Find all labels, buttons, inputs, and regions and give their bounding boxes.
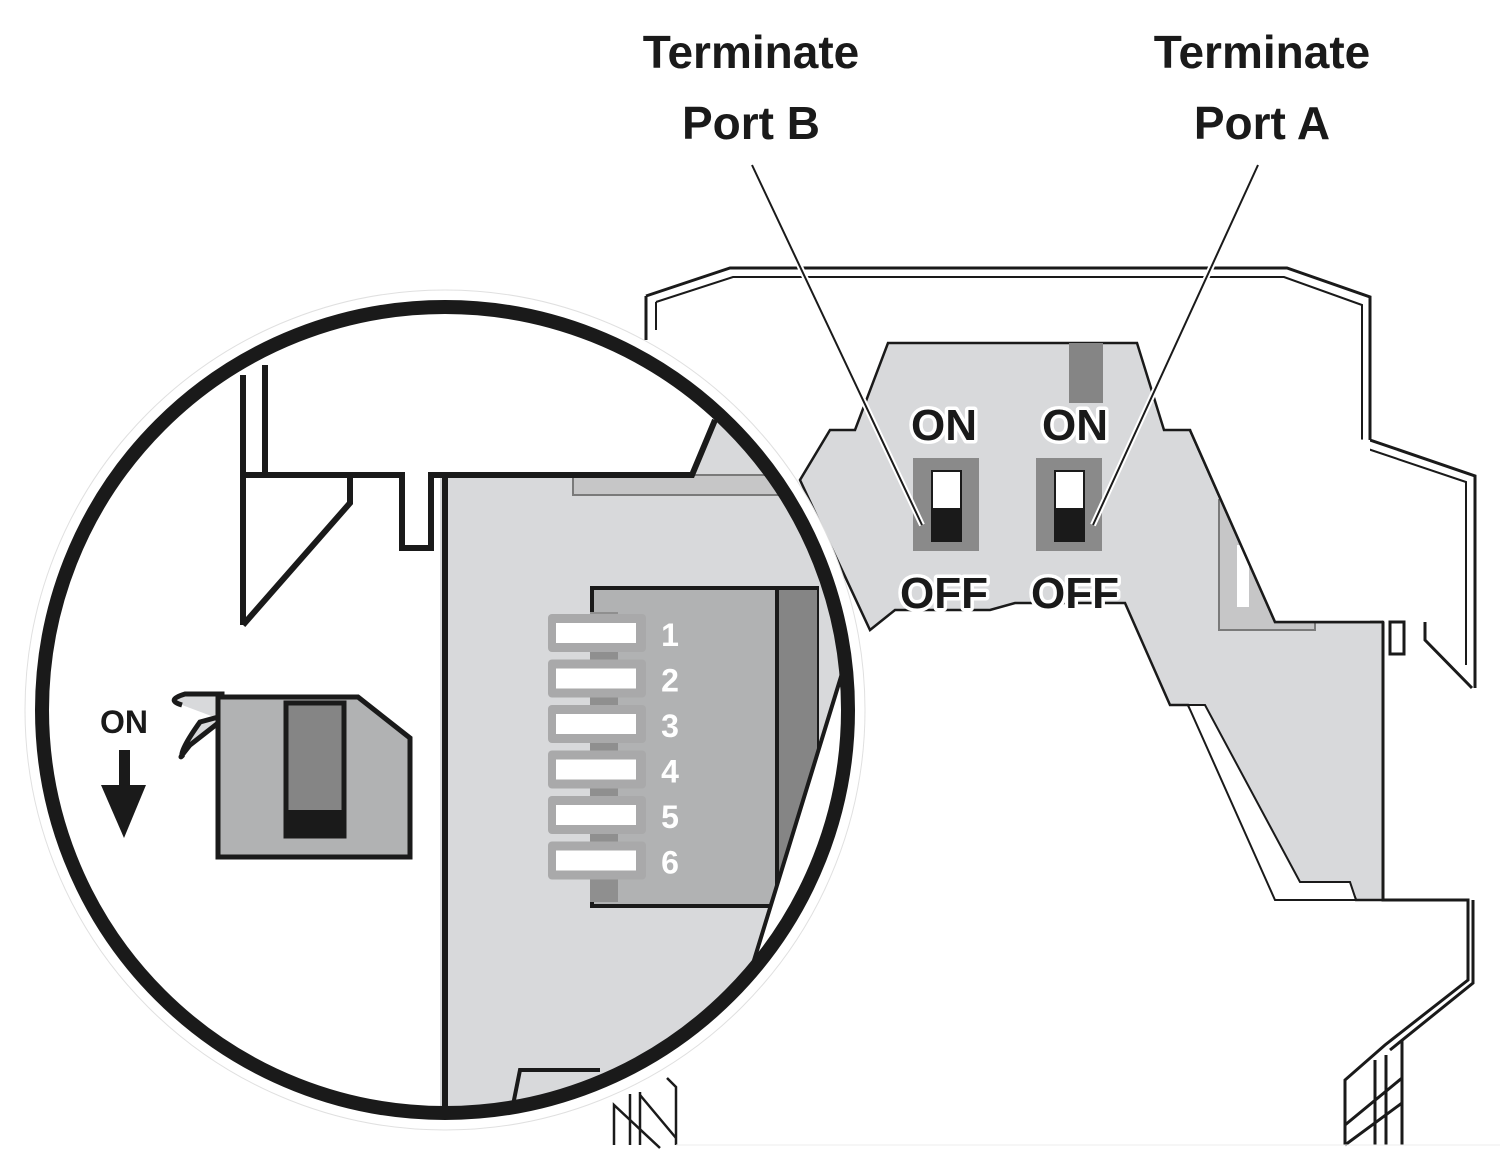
dip-position-number: 6 xyxy=(661,845,679,881)
switch-port-a-lever[interactable] xyxy=(1055,508,1084,541)
switch-port-a-on-label: ON xyxy=(1042,401,1108,450)
dip-position-5[interactable]: 5 xyxy=(548,796,679,835)
bottom-latch xyxy=(612,1077,678,1149)
switch-port-b[interactable] xyxy=(913,458,979,551)
switch-port-b-lever[interactable] xyxy=(932,508,961,541)
latch xyxy=(1343,620,1475,1147)
label-port-a-line2: Port A xyxy=(1194,97,1330,149)
dip-lever[interactable] xyxy=(556,623,636,643)
arrow-down-icon xyxy=(101,750,146,838)
dip-position-2[interactable]: 2 xyxy=(548,659,679,699)
switch-port-b-on-label: ON xyxy=(911,401,977,450)
label-port-a-line1: Terminate xyxy=(1154,26,1370,78)
dip-position-number: 3 xyxy=(661,708,679,744)
led-strip xyxy=(1069,343,1103,403)
magnified-inset xyxy=(45,310,845,1110)
dip-position-number: 2 xyxy=(661,663,679,699)
label-port-b-line1: Terminate xyxy=(643,26,859,78)
dip-lever[interactable] xyxy=(556,805,636,825)
dip-position-4[interactable]: 4 xyxy=(548,750,679,790)
dip-lever[interactable] xyxy=(556,759,636,780)
dip-position-3[interactable]: 3 xyxy=(548,705,679,744)
switch-port-a-off-label: OFF xyxy=(1031,569,1119,618)
dip-position-number: 4 xyxy=(661,754,679,790)
inset-switch-lever xyxy=(286,810,344,836)
dip-position-1[interactable]: 1 xyxy=(548,614,679,653)
magnifier-ring xyxy=(35,300,855,1120)
device-housing xyxy=(644,266,1477,688)
leader-line-port-b xyxy=(751,164,923,526)
dip-position-6[interactable]: 6 xyxy=(548,841,679,881)
dip-lever[interactable] xyxy=(556,668,636,689)
dip-position-number: 1 xyxy=(661,617,679,653)
leader-line-port-a xyxy=(1092,164,1259,526)
dip-position-number: 5 xyxy=(661,799,679,835)
dip-switch-array: 1 2 3 4 5 6 xyxy=(548,614,679,881)
inset-switch-illustration xyxy=(171,691,413,860)
switch-port-b-off-label: OFF xyxy=(900,569,988,618)
label-port-b-line2: Port B xyxy=(682,97,820,149)
dip-lever[interactable] xyxy=(556,850,636,871)
inset-on-label: ON xyxy=(100,704,148,740)
switch-port-a[interactable] xyxy=(1036,458,1102,551)
leader-lines xyxy=(751,164,1259,526)
dip-lever[interactable] xyxy=(556,714,636,734)
